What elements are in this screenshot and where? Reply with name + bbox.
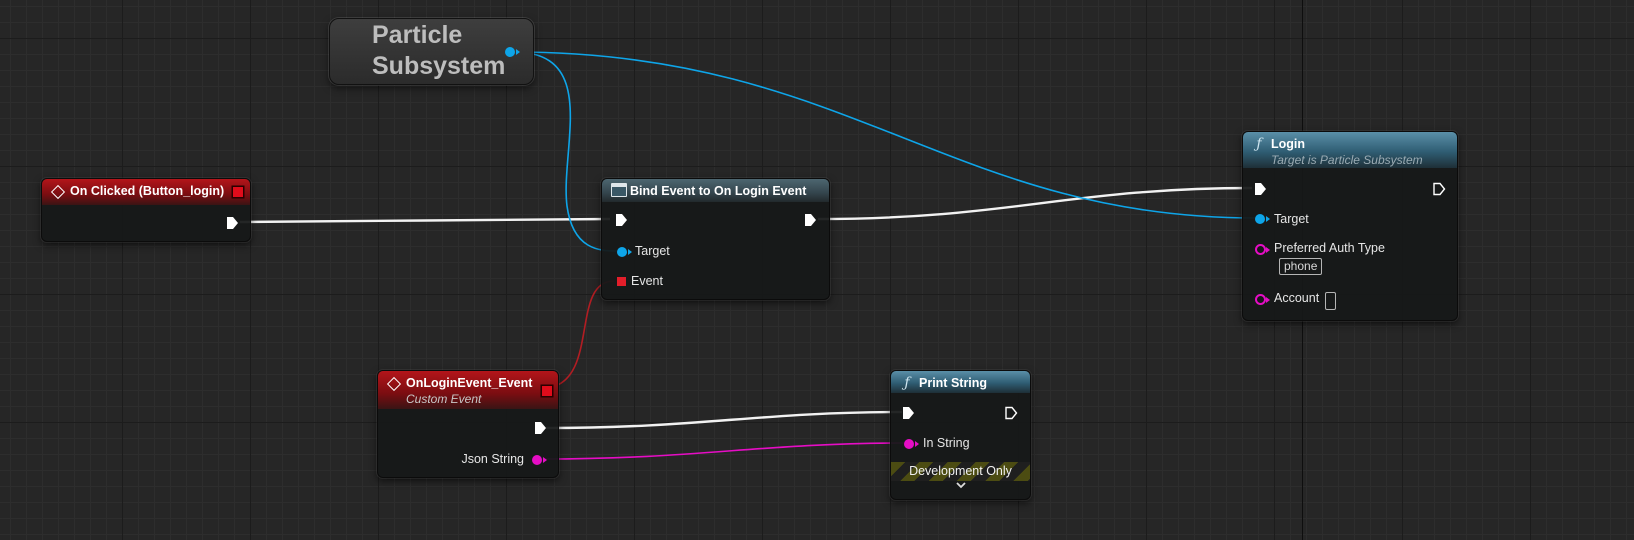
in-string-pin-label: In String — [923, 436, 970, 450]
pin-arrow-icon — [543, 457, 547, 463]
node-subtitle: Target is Particle Subsystem — [1271, 153, 1423, 167]
login-function-node[interactable]: ƒ Login Target is Particle Subsystem Tar… — [1242, 131, 1458, 321]
pin-arrow-icon — [1266, 216, 1270, 222]
pin-arrow-icon — [1266, 247, 1270, 253]
node-title: Print String — [919, 376, 988, 390]
node-title: OnLoginEvent_Event — [406, 376, 533, 390]
account-value-field[interactable] — [1325, 292, 1336, 310]
node-header: OnLoginEvent_Event Custom Event — [378, 371, 558, 409]
exec-input-pin[interactable] — [1253, 182, 1267, 196]
exec-output-pin[interactable] — [803, 213, 817, 227]
exec-output-pin[interactable] — [1004, 406, 1018, 420]
print-string-node[interactable]: ƒ Print String In String Development Onl… — [890, 370, 1031, 500]
node-title: Bind Event to On Login Event — [630, 184, 807, 198]
node-header: Bind Event to On Login Event — [602, 179, 829, 202]
chevron-down-icon[interactable] — [891, 480, 1030, 492]
event-input-pin[interactable] — [617, 277, 626, 286]
target-pin-label: Target — [1274, 212, 1309, 226]
exec-output-pin[interactable] — [225, 216, 239, 230]
pin-arrow-icon — [516, 49, 520, 55]
node-header: ƒ Login Target is Particle Subsystem — [1243, 132, 1457, 168]
event-pin-label: Event — [631, 274, 663, 288]
account-input-pin[interactable] — [1255, 294, 1266, 305]
account-pin-label: Account — [1274, 291, 1320, 305]
auth-type-value-field[interactable]: phone — [1279, 258, 1323, 275]
auth-type-input-pin[interactable] — [1255, 244, 1266, 255]
variable-title: Particle Subsystem — [372, 21, 506, 80]
node-title: On Clicked (Button_login) — [70, 184, 225, 198]
pin-arrow-icon — [915, 441, 919, 447]
exec-output-pin[interactable] — [533, 421, 547, 435]
exec-input-pin[interactable] — [614, 213, 628, 227]
development-only-label: Development Only — [909, 464, 1012, 478]
development-only-banner — [891, 462, 1030, 481]
node-header: On Clicked (Button_login) — [42, 179, 250, 205]
target-pin-label: Target — [635, 244, 670, 258]
bind-event-node[interactable]: Bind Event to On Login Event Target Even… — [601, 178, 830, 300]
pin-arrow-icon — [1266, 297, 1270, 303]
exec-wire-customevent-to-print — [545, 410, 903, 430]
exec-output-pin[interactable] — [1432, 182, 1446, 196]
particle-subsystem-variable-node[interactable]: Particle Subsystem — [329, 18, 534, 85]
delegate-output-pin[interactable] — [233, 187, 243, 197]
string-wire-json-to-instring — [541, 442, 907, 460]
on-clicked-event-node[interactable]: On Clicked (Button_login) — [41, 178, 251, 242]
node-title: Login — [1271, 137, 1306, 151]
delegate-output-pin[interactable] — [542, 386, 552, 396]
exec-wire-bind-to-login — [817, 186, 1253, 221]
event-icon — [50, 184, 66, 200]
json-string-output-pin[interactable] — [532, 455, 542, 465]
node-header: ƒ Print String — [891, 371, 1030, 393]
exec-input-pin[interactable] — [901, 406, 915, 420]
custom-event-node[interactable]: OnLoginEvent_Event Custom Event Json Str… — [377, 370, 559, 478]
bind-event-icon — [611, 183, 627, 197]
in-string-input-pin[interactable] — [904, 439, 914, 449]
function-icon: ƒ — [1256, 136, 1262, 152]
target-input-pin[interactable] — [1255, 214, 1265, 224]
target-input-pin[interactable] — [617, 247, 627, 257]
subsystem-output-pin[interactable] — [505, 47, 515, 57]
json-string-pin-label: Json String — [461, 452, 524, 466]
node-subtitle: Custom Event — [406, 392, 482, 406]
pin-arrow-icon — [628, 249, 632, 255]
function-icon: ƒ — [904, 375, 910, 391]
event-icon — [386, 376, 402, 392]
exec-wire-onclicked-to-bind — [239, 217, 611, 224]
auth-type-pin-label: Preferred Auth Type — [1274, 241, 1385, 255]
